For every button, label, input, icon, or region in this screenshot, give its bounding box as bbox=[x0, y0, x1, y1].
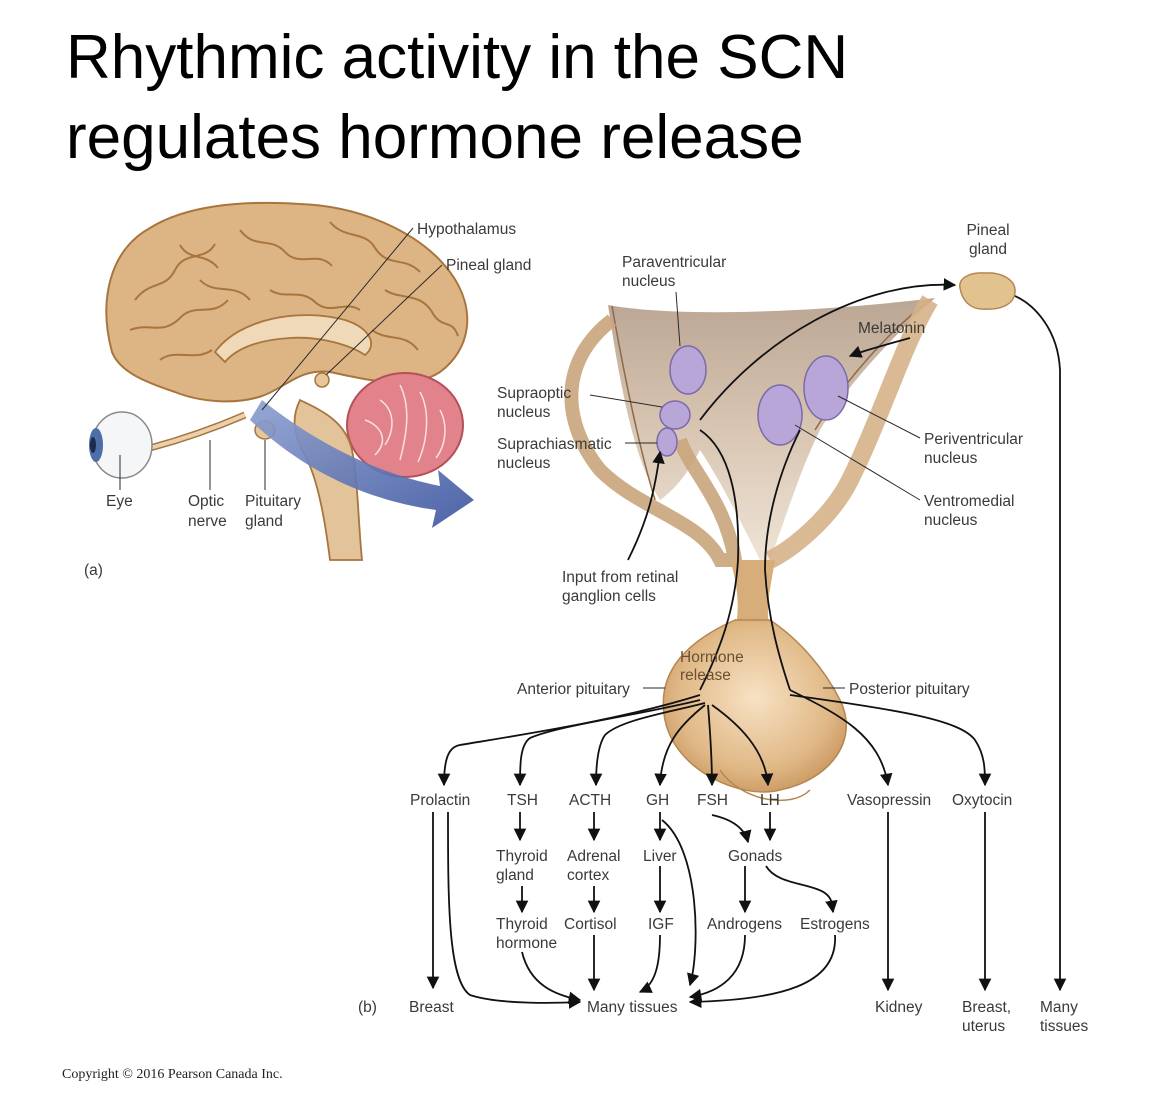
neural-pathways bbox=[627, 278, 957, 691]
hormone-arrows bbox=[437, 689, 992, 787]
pineal-gland-a bbox=[314, 372, 330, 388]
label-pituitary-2: gland bbox=[245, 513, 283, 530]
panel-a-tag: (a) bbox=[84, 562, 103, 579]
label-gh: GH bbox=[646, 792, 669, 809]
label-optic-nerve-2: nerve bbox=[188, 513, 227, 530]
label-thyroid-hormone-1: Thyroid bbox=[496, 916, 548, 933]
paraventricular-nucleus bbox=[669, 345, 707, 395]
page-title: Rhythmic activity in the SCN regulates h… bbox=[66, 18, 1126, 178]
label-tsh: TSH bbox=[507, 792, 538, 809]
label-gonads: Gonads bbox=[728, 848, 783, 865]
label-adrenal-2: cortex bbox=[567, 867, 609, 884]
label-hormone-release-2: release bbox=[680, 667, 731, 684]
ventromedial-nucleus bbox=[757, 384, 803, 446]
cerebrum bbox=[105, 201, 469, 403]
label-many-tissues-2a: Many bbox=[1040, 999, 1078, 1016]
label-acth: ACTH bbox=[569, 792, 611, 809]
label-supraoptic-1: Supraoptic bbox=[497, 385, 571, 402]
label-hypothalamus: Hypothalamus bbox=[417, 221, 516, 238]
title-line-2: regulates hormone release bbox=[66, 103, 804, 172]
label-adrenal-1: Adrenal bbox=[567, 848, 620, 865]
label-hormone-release-1: Hormone bbox=[680, 649, 744, 666]
copyright-notice: Copyright © 2016 Pearson Canada Inc. bbox=[62, 1067, 283, 1082]
label-cortisol: Cortisol bbox=[564, 916, 617, 933]
label-suprachiasmatic-2: nucleus bbox=[497, 455, 551, 472]
label-input-2: ganglion cells bbox=[562, 588, 656, 605]
label-paraventricular-1: Paraventricular bbox=[622, 254, 726, 271]
corpus-callosum bbox=[213, 314, 372, 364]
label-liver: Liver bbox=[643, 848, 677, 865]
label-suprachiasmatic-1: Suprachiasmatic bbox=[497, 436, 612, 453]
label-oxytocin: Oxytocin bbox=[952, 792, 1012, 809]
label-eye: Eye bbox=[106, 493, 133, 510]
label-breast: Breast bbox=[409, 999, 454, 1016]
label-thyroid-gland-2: gland bbox=[496, 867, 534, 884]
label-periventricular-1: Periventricular bbox=[924, 431, 1023, 448]
label-pineal-2: gland bbox=[969, 241, 1007, 258]
suprachiasmatic-nucleus bbox=[656, 427, 678, 457]
label-lh: LH bbox=[760, 792, 780, 809]
label-posterior-pituitary: Posterior pituitary bbox=[849, 681, 970, 698]
label-pineal-gland-a: Pineal gland bbox=[446, 257, 531, 274]
label-androgens: Androgens bbox=[707, 916, 782, 933]
label-estrogens: Estrogens bbox=[800, 916, 870, 933]
label-optic-nerve-1: Optic bbox=[188, 493, 224, 510]
label-periventricular-2: nucleus bbox=[924, 450, 978, 467]
blue-pathway-arrow bbox=[250, 400, 474, 528]
label-input-1: Input from retinal bbox=[562, 569, 678, 586]
label-ventromedial-1: Ventromedial bbox=[924, 493, 1014, 510]
label-breast-uterus-2: uterus bbox=[962, 1018, 1005, 1035]
label-breast-uterus-1: Breast, bbox=[962, 999, 1011, 1016]
label-vasopressin: Vasopressin bbox=[847, 792, 931, 809]
nuclei bbox=[656, 345, 849, 457]
label-thyroid-hormone-2: hormone bbox=[496, 935, 557, 952]
label-prolactin: Prolactin bbox=[410, 792, 470, 809]
pineal-gland-b bbox=[959, 272, 1016, 310]
label-many-tissues-2b: tissues bbox=[1040, 1018, 1088, 1035]
brain-illustration bbox=[89, 201, 474, 561]
pituitary-gland-b bbox=[662, 560, 847, 802]
cerebellum bbox=[346, 372, 464, 478]
supraoptic-nucleus bbox=[659, 400, 691, 430]
panel-b-tag: (b) bbox=[358, 999, 377, 1016]
label-melatonin: Melatonin bbox=[858, 320, 925, 337]
label-paraventricular-2: nucleus bbox=[622, 273, 676, 290]
hypothalamus-shape bbox=[564, 295, 938, 569]
label-pituitary-1: Pituitary bbox=[245, 493, 301, 510]
title-line-1: Rhythmic activity in the SCN bbox=[66, 23, 849, 92]
label-supraoptic-2: nucleus bbox=[497, 404, 551, 421]
gyri bbox=[129, 221, 459, 361]
label-thyroid-gland-1: Thyroid bbox=[496, 848, 548, 865]
label-kidney: Kidney bbox=[875, 999, 923, 1016]
label-fsh: FSH bbox=[697, 792, 728, 809]
eye bbox=[89, 411, 153, 479]
label-pineal-1: Pineal bbox=[966, 222, 1009, 239]
label-ventromedial-2: nucleus bbox=[924, 512, 978, 529]
label-anterior-pituitary: Anterior pituitary bbox=[517, 681, 630, 698]
label-igf: IGF bbox=[648, 916, 674, 933]
downstream-arrows bbox=[426, 295, 1067, 1009]
label-many-tissues: Many tissues bbox=[587, 999, 678, 1016]
periventricular-nucleus bbox=[803, 355, 849, 421]
